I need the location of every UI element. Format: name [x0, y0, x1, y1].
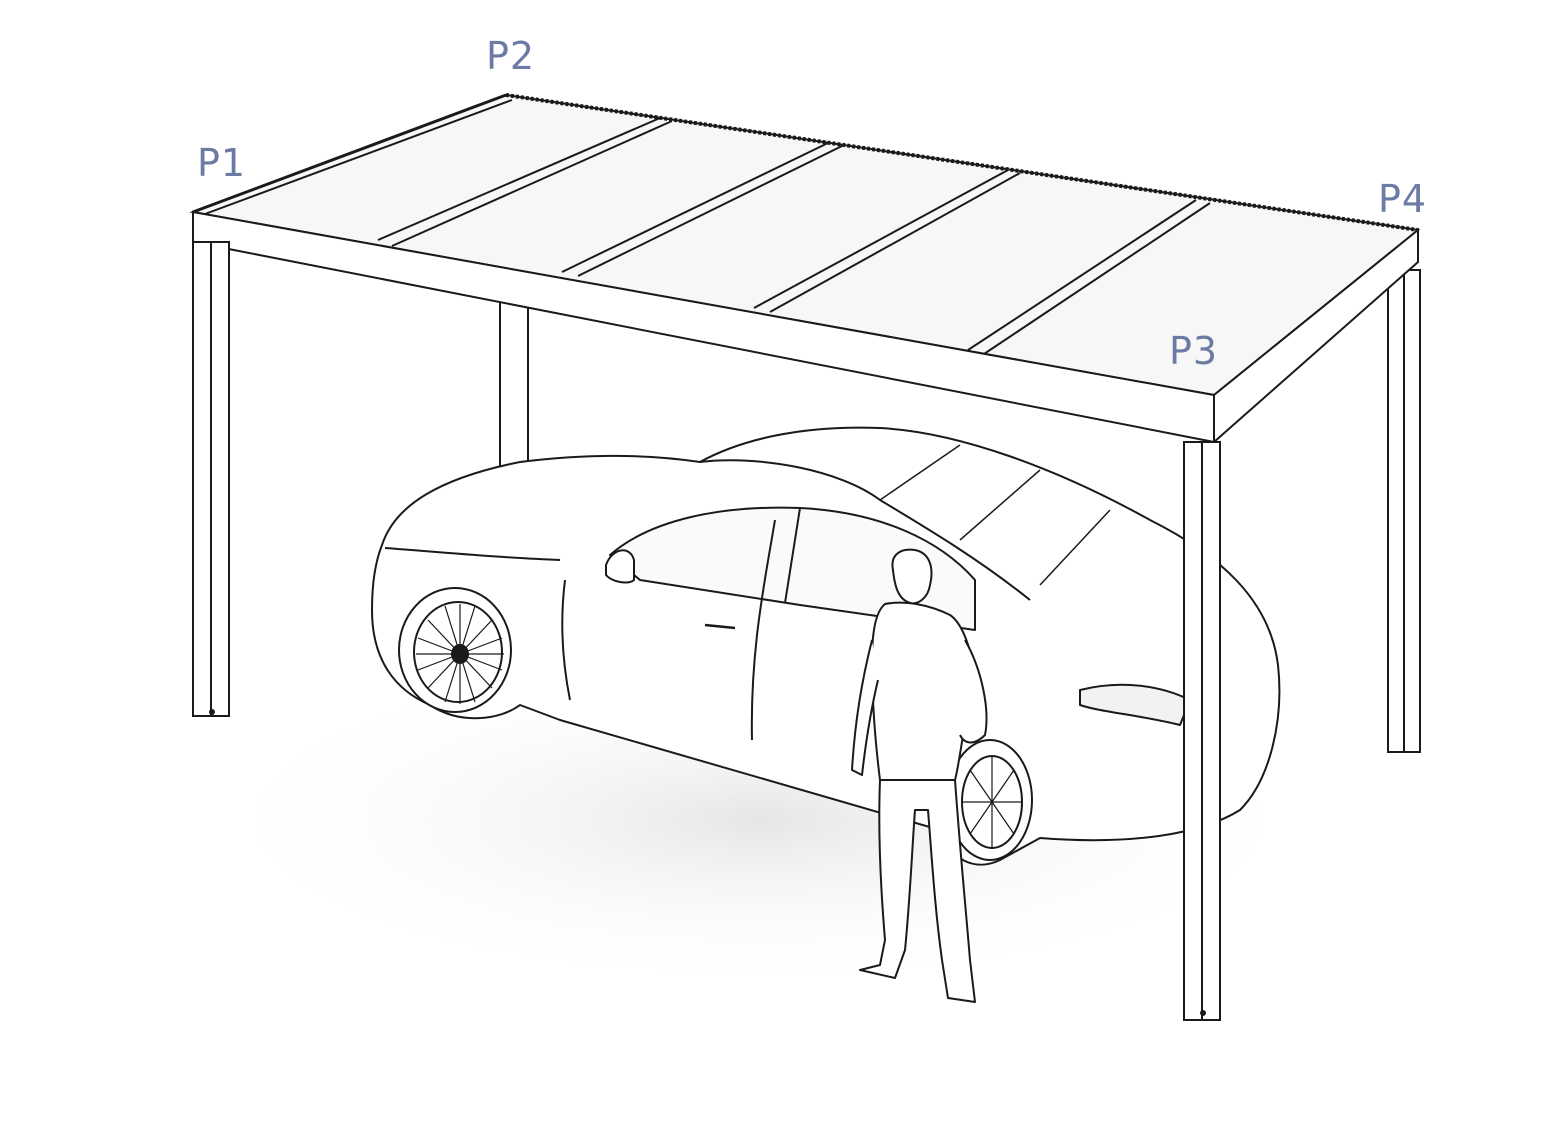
post-label-p3: P3	[1169, 329, 1219, 373]
roof	[189, 93, 1421, 445]
person-head	[891, 548, 933, 605]
car-rear-wheel	[947, 739, 1033, 861]
front-post-p3	[1183, 441, 1221, 1021]
roof-rafter	[769, 172, 1021, 313]
post-label-p4: P4	[1378, 177, 1428, 221]
sedan-car-icon	[371, 426, 1281, 866]
roof-rafter	[561, 141, 831, 273]
car-body	[371, 426, 1281, 866]
car-window	[609, 506, 976, 631]
car-front-wheel	[398, 587, 512, 713]
post-label-p2: P2	[486, 34, 536, 78]
back-post-p4	[1387, 269, 1421, 753]
post-label-p1: P1	[197, 141, 247, 185]
roof-side-fascia	[1213, 227, 1419, 445]
roof-rafter	[391, 120, 673, 247]
roof-rafter	[377, 117, 661, 241]
back-post-p2	[499, 299, 529, 471]
roof-rafter	[577, 145, 843, 277]
front-post-p1	[192, 241, 230, 717]
roof-rafter	[983, 202, 1211, 355]
standing-person-icon	[851, 548, 988, 1003]
person-legs	[859, 779, 976, 1003]
roof-rafter	[967, 199, 1197, 351]
roof-rafter	[753, 169, 1009, 309]
